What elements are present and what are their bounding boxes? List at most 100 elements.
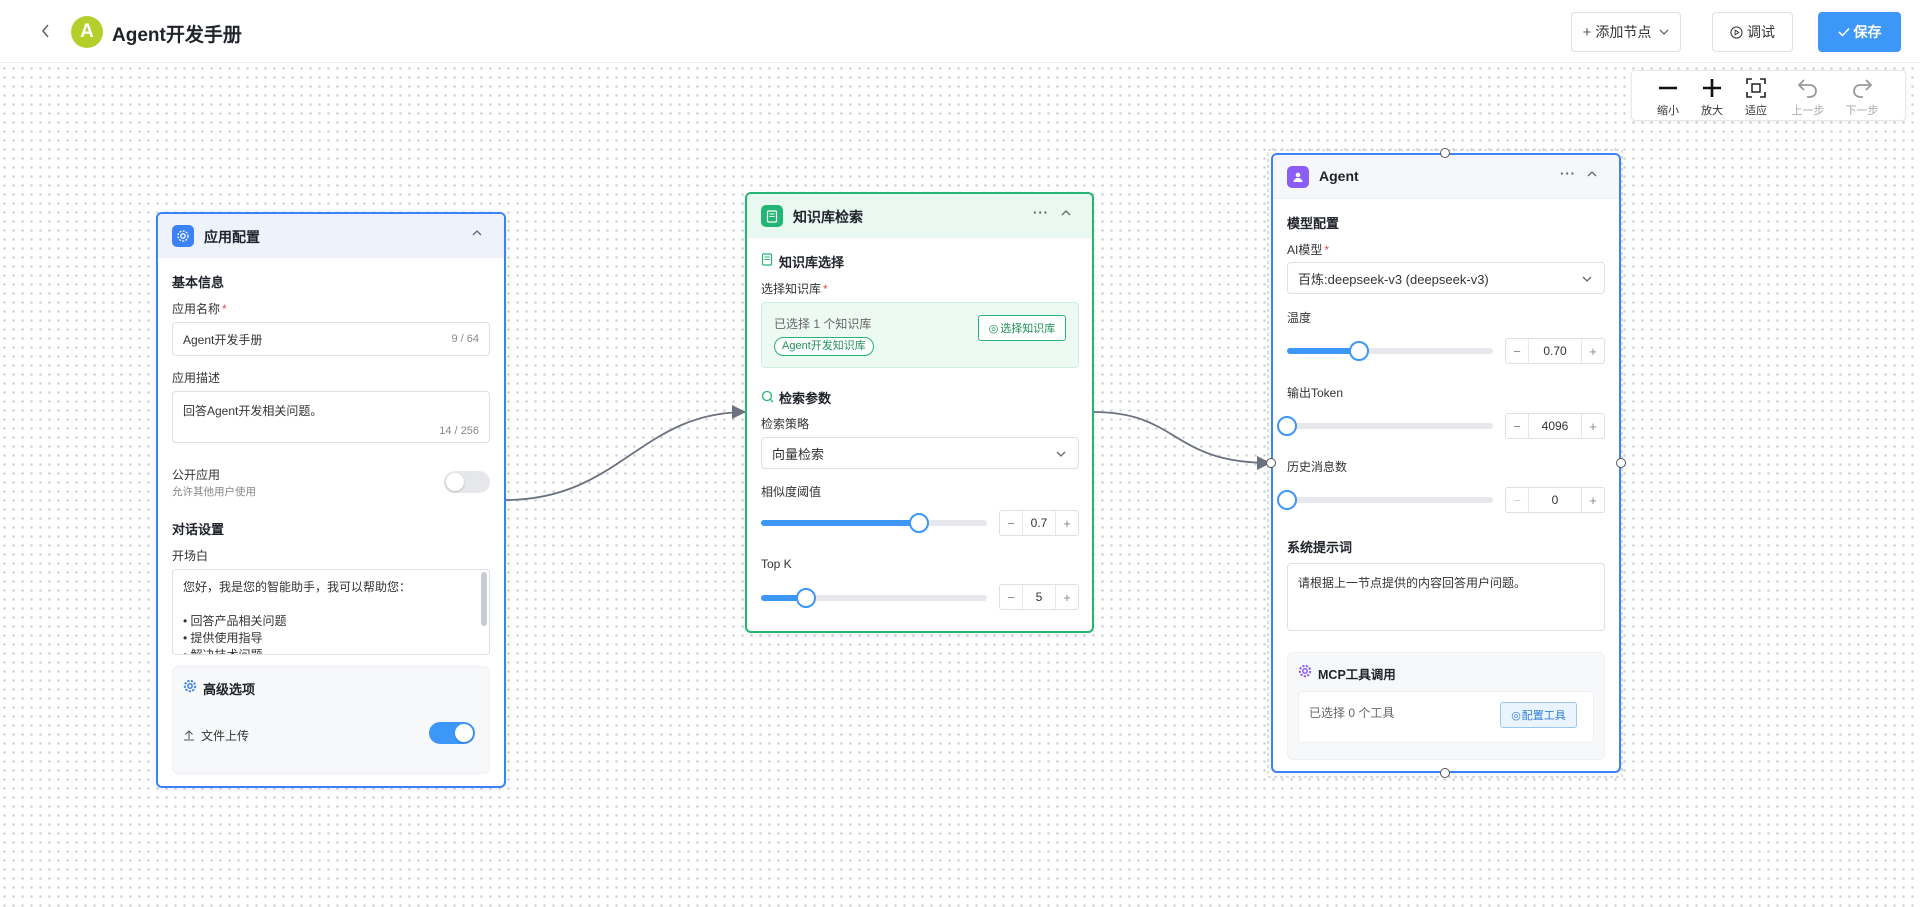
advanced-options-title: 高级选项 [203, 682, 256, 697]
opening-line: • 解决技术问题 [183, 648, 263, 655]
node-header[interactable]: Agent ··· [1273, 155, 1619, 199]
collapse-button[interactable] [1587, 166, 1597, 181]
node-header[interactable]: 应用配置 [158, 214, 504, 258]
history-slider-track[interactable] [1287, 497, 1493, 503]
undo-button[interactable]: 上一步 [1784, 75, 1832, 118]
history-label: 历史消息数 [1287, 460, 1348, 474]
agent-output-handle[interactable] [1616, 458, 1626, 468]
public-app-toggle[interactable] [444, 471, 490, 493]
temperature-value[interactable]: 0.70 [1528, 339, 1582, 363]
fit-view-button[interactable]: 适应 [1736, 75, 1776, 118]
agent-bottom-handle[interactable] [1440, 768, 1450, 778]
chevron-up-icon [1587, 171, 1597, 177]
output-token-slider-track[interactable] [1287, 423, 1493, 429]
temperature-slider-handle[interactable] [1349, 341, 1370, 361]
strategy-value: 向量检索 [772, 446, 825, 462]
debug-label: 调试 [1747, 24, 1775, 40]
debug-button[interactable]: 调试 [1712, 12, 1793, 52]
plus-icon[interactable]: + [1063, 515, 1071, 531]
minus-icon [1659, 86, 1677, 90]
agent-top-handle[interactable] [1440, 148, 1450, 158]
output-token-value[interactable]: 4096 [1528, 414, 1582, 438]
collapse-button[interactable] [1061, 205, 1071, 220]
history-stepper[interactable]: − 0 + [1505, 487, 1605, 513]
more-icon[interactable]: ··· [1033, 205, 1049, 220]
ai-model-select[interactable]: 百炼:deepseek-v3 (deepseek-v3) [1287, 262, 1605, 294]
save-button[interactable]: 保存 [1818, 12, 1901, 52]
kb-selected-text: 已选择 1 个知识库 [774, 317, 872, 331]
config-tools-button[interactable]: ◎配置工具 [1500, 702, 1577, 728]
threshold-slider-handle[interactable] [909, 513, 930, 533]
opening-label: 开场白 [172, 549, 209, 563]
user-icon [1287, 166, 1309, 188]
minus-icon[interactable]: − [1513, 418, 1521, 434]
topk-slider-handle[interactable] [796, 588, 817, 608]
plus-icon[interactable]: + [1589, 418, 1597, 434]
target-icon: ◎ [988, 322, 999, 335]
chevron-left-icon [41, 24, 49, 38]
select-kb-button[interactable]: ◎选择知识库 [978, 315, 1066, 341]
strategy-label: 检索策略 [761, 417, 810, 431]
minus-icon[interactable]: − [1513, 492, 1521, 508]
minus-icon[interactable]: − [1007, 515, 1015, 531]
topk-slider-track[interactable] [761, 595, 987, 601]
more-icon[interactable]: ··· [1560, 166, 1576, 181]
zoom-out-button[interactable]: 缩小 [1648, 75, 1688, 118]
output-token-slider-handle[interactable] [1277, 416, 1297, 436]
temperature-stepper[interactable]: − 0.70 + [1505, 338, 1605, 364]
zoom-in-button[interactable]: 放大 [1692, 75, 1732, 118]
gear-icon [183, 679, 197, 698]
plus-icon [1703, 79, 1721, 97]
search-icon [761, 390, 774, 408]
fit-view-icon [1746, 78, 1766, 98]
collapse-button[interactable] [472, 225, 482, 240]
settings-icon [172, 225, 194, 247]
gear-icon [1298, 664, 1312, 683]
opening-line [183, 596, 479, 613]
kb-search-node[interactable]: 知识库检索 ··· 知识库选择 选择知识库* 已选择 1 个知识库 Agent开… [745, 192, 1094, 633]
add-node-button[interactable]: + 添加节点 [1571, 12, 1681, 52]
agent-input-handle[interactable] [1266, 458, 1276, 468]
app-config-node[interactable]: 应用配置 基本信息 应用名称* Agent开发手册 9 / 64 应用描述 回答… [156, 212, 506, 788]
plus-icon[interactable]: + [1589, 492, 1597, 508]
topk-value[interactable]: 5 [1022, 585, 1056, 609]
agent-node[interactable]: Agent ··· 模型配置 AI模型* 百炼:deepseek-v3 (dee… [1271, 153, 1621, 773]
temperature-label: 温度 [1287, 311, 1312, 325]
redo-button[interactable]: 下一步 [1838, 75, 1886, 118]
output-token-stepper[interactable]: − 4096 + [1505, 413, 1605, 439]
strategy-select[interactable]: 向量检索 [761, 437, 1079, 469]
add-node-label: 添加节点 [1595, 24, 1652, 40]
kb-selected-panel: 已选择 1 个知识库 Agent开发知识库 ◎选择知识库 [761, 302, 1079, 368]
public-app-label: 公开应用 [172, 468, 221, 482]
node-title: 应用配置 [204, 229, 260, 245]
textarea-scrollbar[interactable] [481, 572, 487, 626]
config-tools-label: 配置工具 [1521, 710, 1566, 722]
threshold-stepper[interactable]: − 0.7 + [999, 510, 1079, 536]
chevron-down-icon [1659, 29, 1669, 35]
back-button[interactable] [36, 20, 56, 42]
node-header[interactable]: 知识库检索 ··· [747, 194, 1092, 238]
section-kb-select: 知识库选择 [779, 255, 845, 270]
app-desc-count: 14 / 256 [439, 425, 479, 437]
system-prompt-textarea[interactable]: 请根据上一节点提供的内容回答用户问题。 [1287, 563, 1605, 631]
zoom-in-label: 放大 [1701, 105, 1723, 117]
history-slider-handle[interactable] [1277, 490, 1297, 510]
minus-icon[interactable]: − [1007, 589, 1015, 605]
temperature-slider-track[interactable] [1287, 348, 1493, 354]
mcp-panel: MCP工具调用 已选择 0 个工具 ◎配置工具 [1287, 652, 1605, 760]
plus-icon[interactable]: + [1063, 589, 1071, 605]
app-name-input[interactable]: Agent开发手册 9 / 64 [172, 322, 490, 356]
app-desc-textarea[interactable]: 回答Agent开发相关问题。 14 / 256 [172, 391, 490, 443]
temperature-slider-fill [1287, 348, 1360, 354]
opening-line: • 提供使用指导 [183, 631, 263, 645]
history-value[interactable]: 0 [1528, 488, 1582, 512]
topk-stepper[interactable]: − 5 + [999, 584, 1079, 610]
threshold-value[interactable]: 0.7 [1022, 511, 1056, 535]
file-upload-label: 文件上传 [201, 729, 250, 743]
topk-slider-fill [761, 595, 807, 601]
chevron-down-icon [1582, 276, 1592, 282]
file-upload-toggle[interactable] [429, 722, 475, 744]
minus-icon[interactable]: − [1513, 343, 1521, 359]
plus-icon[interactable]: + [1589, 343, 1597, 359]
opening-textarea[interactable]: 您好，我是您的智能助手，我可以帮助您： • 回答产品相关问题 • 提供使用指导 … [172, 569, 490, 655]
